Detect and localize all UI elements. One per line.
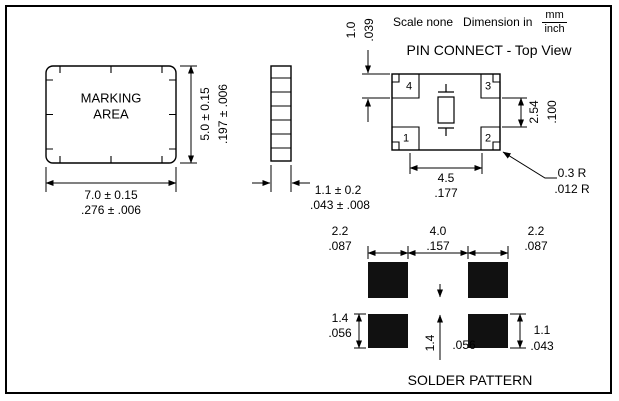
solder-left-height-dimension [354,313,366,349]
pin-connect-outline [391,73,501,151]
pad-pitch-horizontal-dimension [409,153,483,174]
front-width-inch: .276 ± .006 [81,203,141,217]
solder-right-height-mm: 1.1 [533,323,551,337]
front-width-mm: 7.0 ± 0.15 [84,188,138,202]
pin-4-label: 4 [405,80,413,93]
pad-height-dimension [362,50,390,122]
corner-radius-mm: 0.3 R [557,166,587,180]
front-view-height-dimension [180,65,197,164]
marking-area-label: MARKING AREA [81,90,142,121]
side-view-layer-lines [271,77,291,149]
pin-2-label: 2 [484,132,492,145]
solder-pads [368,262,508,348]
marking-line2: AREA [93,106,129,121]
pad-height-mm: 1.0 [344,21,358,39]
sheet-border [5,5,612,394]
pitch-horizontal-mm: 4.5 [437,171,455,185]
solder-right-width-mm: 2.2 [527,224,545,238]
side-view-thickness-dimension [252,165,310,192]
front-height-mm: 5.0 ± 0.15 [198,87,212,141]
solder-left-width-mm: 2.2 [331,224,349,238]
title-block: Scale none Dimension in mm inch [393,9,567,35]
pad-outlines [391,73,501,151]
side-thickness-mm: 1.1 ± 0.2 [314,183,362,197]
solder-pad-top-right [468,262,508,298]
pin-connect-title: PIN CONNECT - Top View [406,42,572,58]
solder-right-width-inch: .087 [524,239,548,253]
solder-right-height-inch: .043 [530,339,554,353]
solder-pattern-title: SOLDER PATTERN [407,372,533,388]
front-height-inch: .197 ± .006 [216,84,230,144]
solder-row-gap-mm: 1.4 [423,334,437,352]
solder-top-dimensions [367,246,509,259]
crystal-symbol [437,84,455,136]
pin-3-label: 3 [484,80,492,93]
pad-3-outline [480,73,501,99]
solder-pad-bottom-left [368,314,408,348]
front-view-outline [45,65,177,164]
pin-1-label: 1 [402,132,410,145]
pad-pitch-vertical-dimension [502,97,527,128]
units-fraction: mm inch [542,9,567,35]
side-thickness-inch: .043 ± .008 [310,198,370,212]
solder-gap-inch: .157 [426,239,450,253]
side-view-outline [270,65,292,162]
solder-pad-bottom-right [468,314,508,348]
pad-1-outline [391,126,420,151]
pitch-horizontal-inch: .177 [434,186,458,200]
pad-height-inch: .039 [362,18,376,42]
marking-line1: MARKING [80,90,142,106]
front-view-width-dimension [45,167,177,192]
solder-left-height-inch: .056 [328,326,352,340]
pad-4-outline [391,73,420,99]
pad-2-outline [480,126,501,151]
front-view-edge-ticks [46,66,176,163]
solder-gap-mm: 4.0 [429,224,447,238]
solder-row-gap-inch: .056 [452,338,476,352]
unit-inch-label: inch [544,22,565,35]
solder-left-height-mm: 1.4 [331,311,349,325]
solder-right-height-dimension [510,313,526,349]
solder-pattern-view [354,246,526,360]
pitch-vertical-mm: 2.54 [527,100,541,124]
corner-radius-leader [502,151,557,179]
unit-mm-label: mm [542,9,567,23]
scale-label: Scale none [393,15,454,30]
solder-left-width-inch: .087 [328,239,352,253]
pitch-vertical-inch: .100 [545,100,559,124]
dimension-in-label: Dimension in [463,15,533,30]
solder-pad-top-left [368,262,408,298]
corner-radius-inch: .012 R [554,182,590,196]
